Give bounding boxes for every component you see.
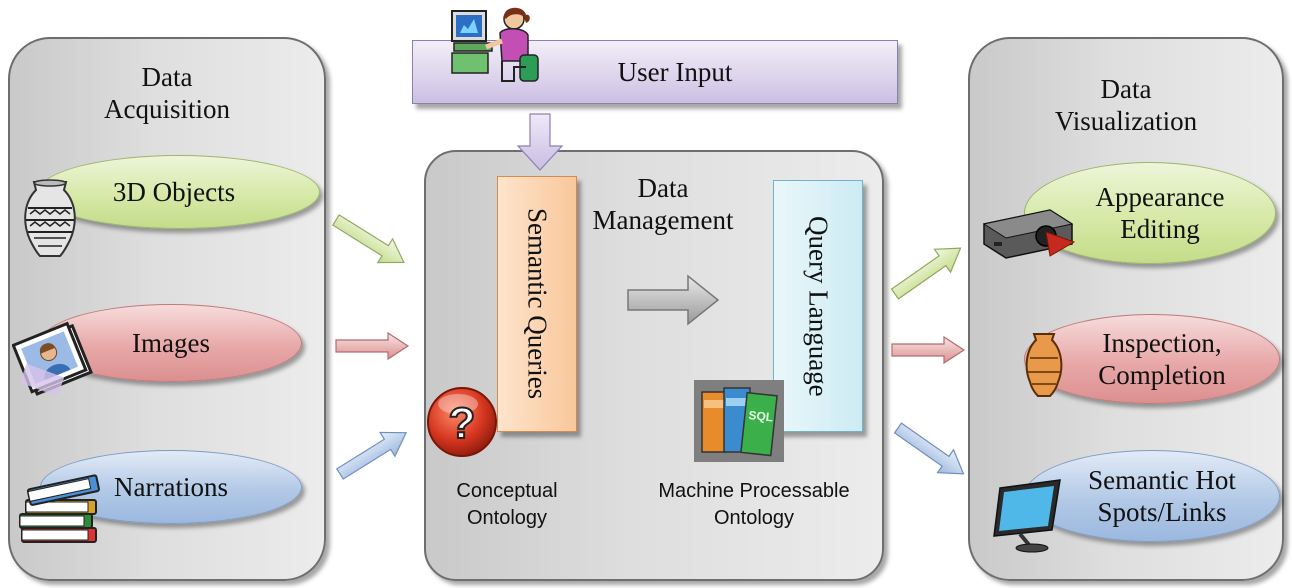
user-input-label: User Input	[617, 56, 733, 87]
svg-text:?: ?	[449, 399, 476, 448]
data-acquisition-title-line1: Data	[141, 62, 193, 92]
data-acquisition-title-line2: Acquisition	[104, 94, 230, 124]
user-at-computer-icon	[451, 7, 539, 82]
query-language-box: Query Language	[773, 180, 863, 432]
appearance-line1: Appearance	[1095, 182, 1225, 212]
conceptual-ontology-line1: Conceptual	[456, 480, 558, 502]
conceptual-ontology-line2: Ontology	[466, 507, 548, 529]
sql-books-icon: SQL	[694, 380, 784, 462]
books-icon	[19, 474, 100, 543]
conceptual-ontology-label: Conceptual Ontology	[440, 478, 574, 532]
ellipse-semantic-hotspots: Semantic Hot Spots/Links	[1024, 450, 1280, 542]
data-management-title-line1: Data	[637, 173, 689, 203]
hotspots-line1: Semantic Hot	[1088, 465, 1236, 495]
arrow-management-to-inspection	[891, 335, 966, 365]
hotspots-line2: Spots/Links	[1097, 497, 1227, 527]
inspection-line1: Inspection,	[1102, 328, 1222, 358]
appearance-line2: Editing	[1120, 214, 1200, 244]
data-acquisition-title: Data Acquisition	[10, 61, 324, 125]
narrations-label: Narrations	[114, 472, 228, 502]
data-management-title-line2: Management	[592, 205, 734, 235]
data-visualization-title: Data Visualization	[970, 73, 1282, 137]
photos-icon	[12, 321, 93, 397]
3d-objects-label: 3D Objects	[112, 177, 236, 207]
images-label: Images	[132, 328, 210, 358]
data-visualization-title-line1: Data	[1100, 74, 1152, 104]
ellipse-3d-objects: 3D Objects	[38, 155, 320, 229]
projector-icon	[982, 209, 1076, 259]
semantic-queries-box: Semantic Queries	[497, 176, 577, 432]
ellipse-inspection-completion: Inspection, Completion	[1024, 314, 1280, 404]
arrow-management-to-hotspots	[893, 422, 965, 475]
arrow-3d-objects-to-management	[331, 214, 405, 264]
machine-processable-ontology-label: Machine Processable Ontology	[634, 478, 874, 532]
arrow-narrations-to-management	[335, 431, 408, 480]
inspection-line2: Completion	[1098, 360, 1226, 390]
semantic-queries-label: Semantic Queries	[522, 208, 553, 400]
data-visualization-title-line2: Visualization	[1054, 106, 1198, 136]
machine-processable-line2: Ontology	[713, 507, 795, 529]
user-input-box: User Input	[412, 40, 898, 104]
small-vase-icon	[1025, 333, 1063, 397]
arrow-queries-to-language	[627, 274, 720, 326]
monitor-icon	[993, 479, 1061, 553]
svg-text:SQL: SQL	[748, 408, 774, 425]
arrow-management-to-appearance	[890, 247, 962, 300]
arrow-images-to-management	[335, 331, 410, 361]
question-icon: ?	[427, 387, 497, 457]
query-language-label: Query Language	[803, 215, 834, 397]
machine-processable-line1: Machine Processable	[658, 480, 850, 502]
data-management-title: Data Management	[588, 172, 738, 236]
vase-icon	[24, 179, 76, 257]
